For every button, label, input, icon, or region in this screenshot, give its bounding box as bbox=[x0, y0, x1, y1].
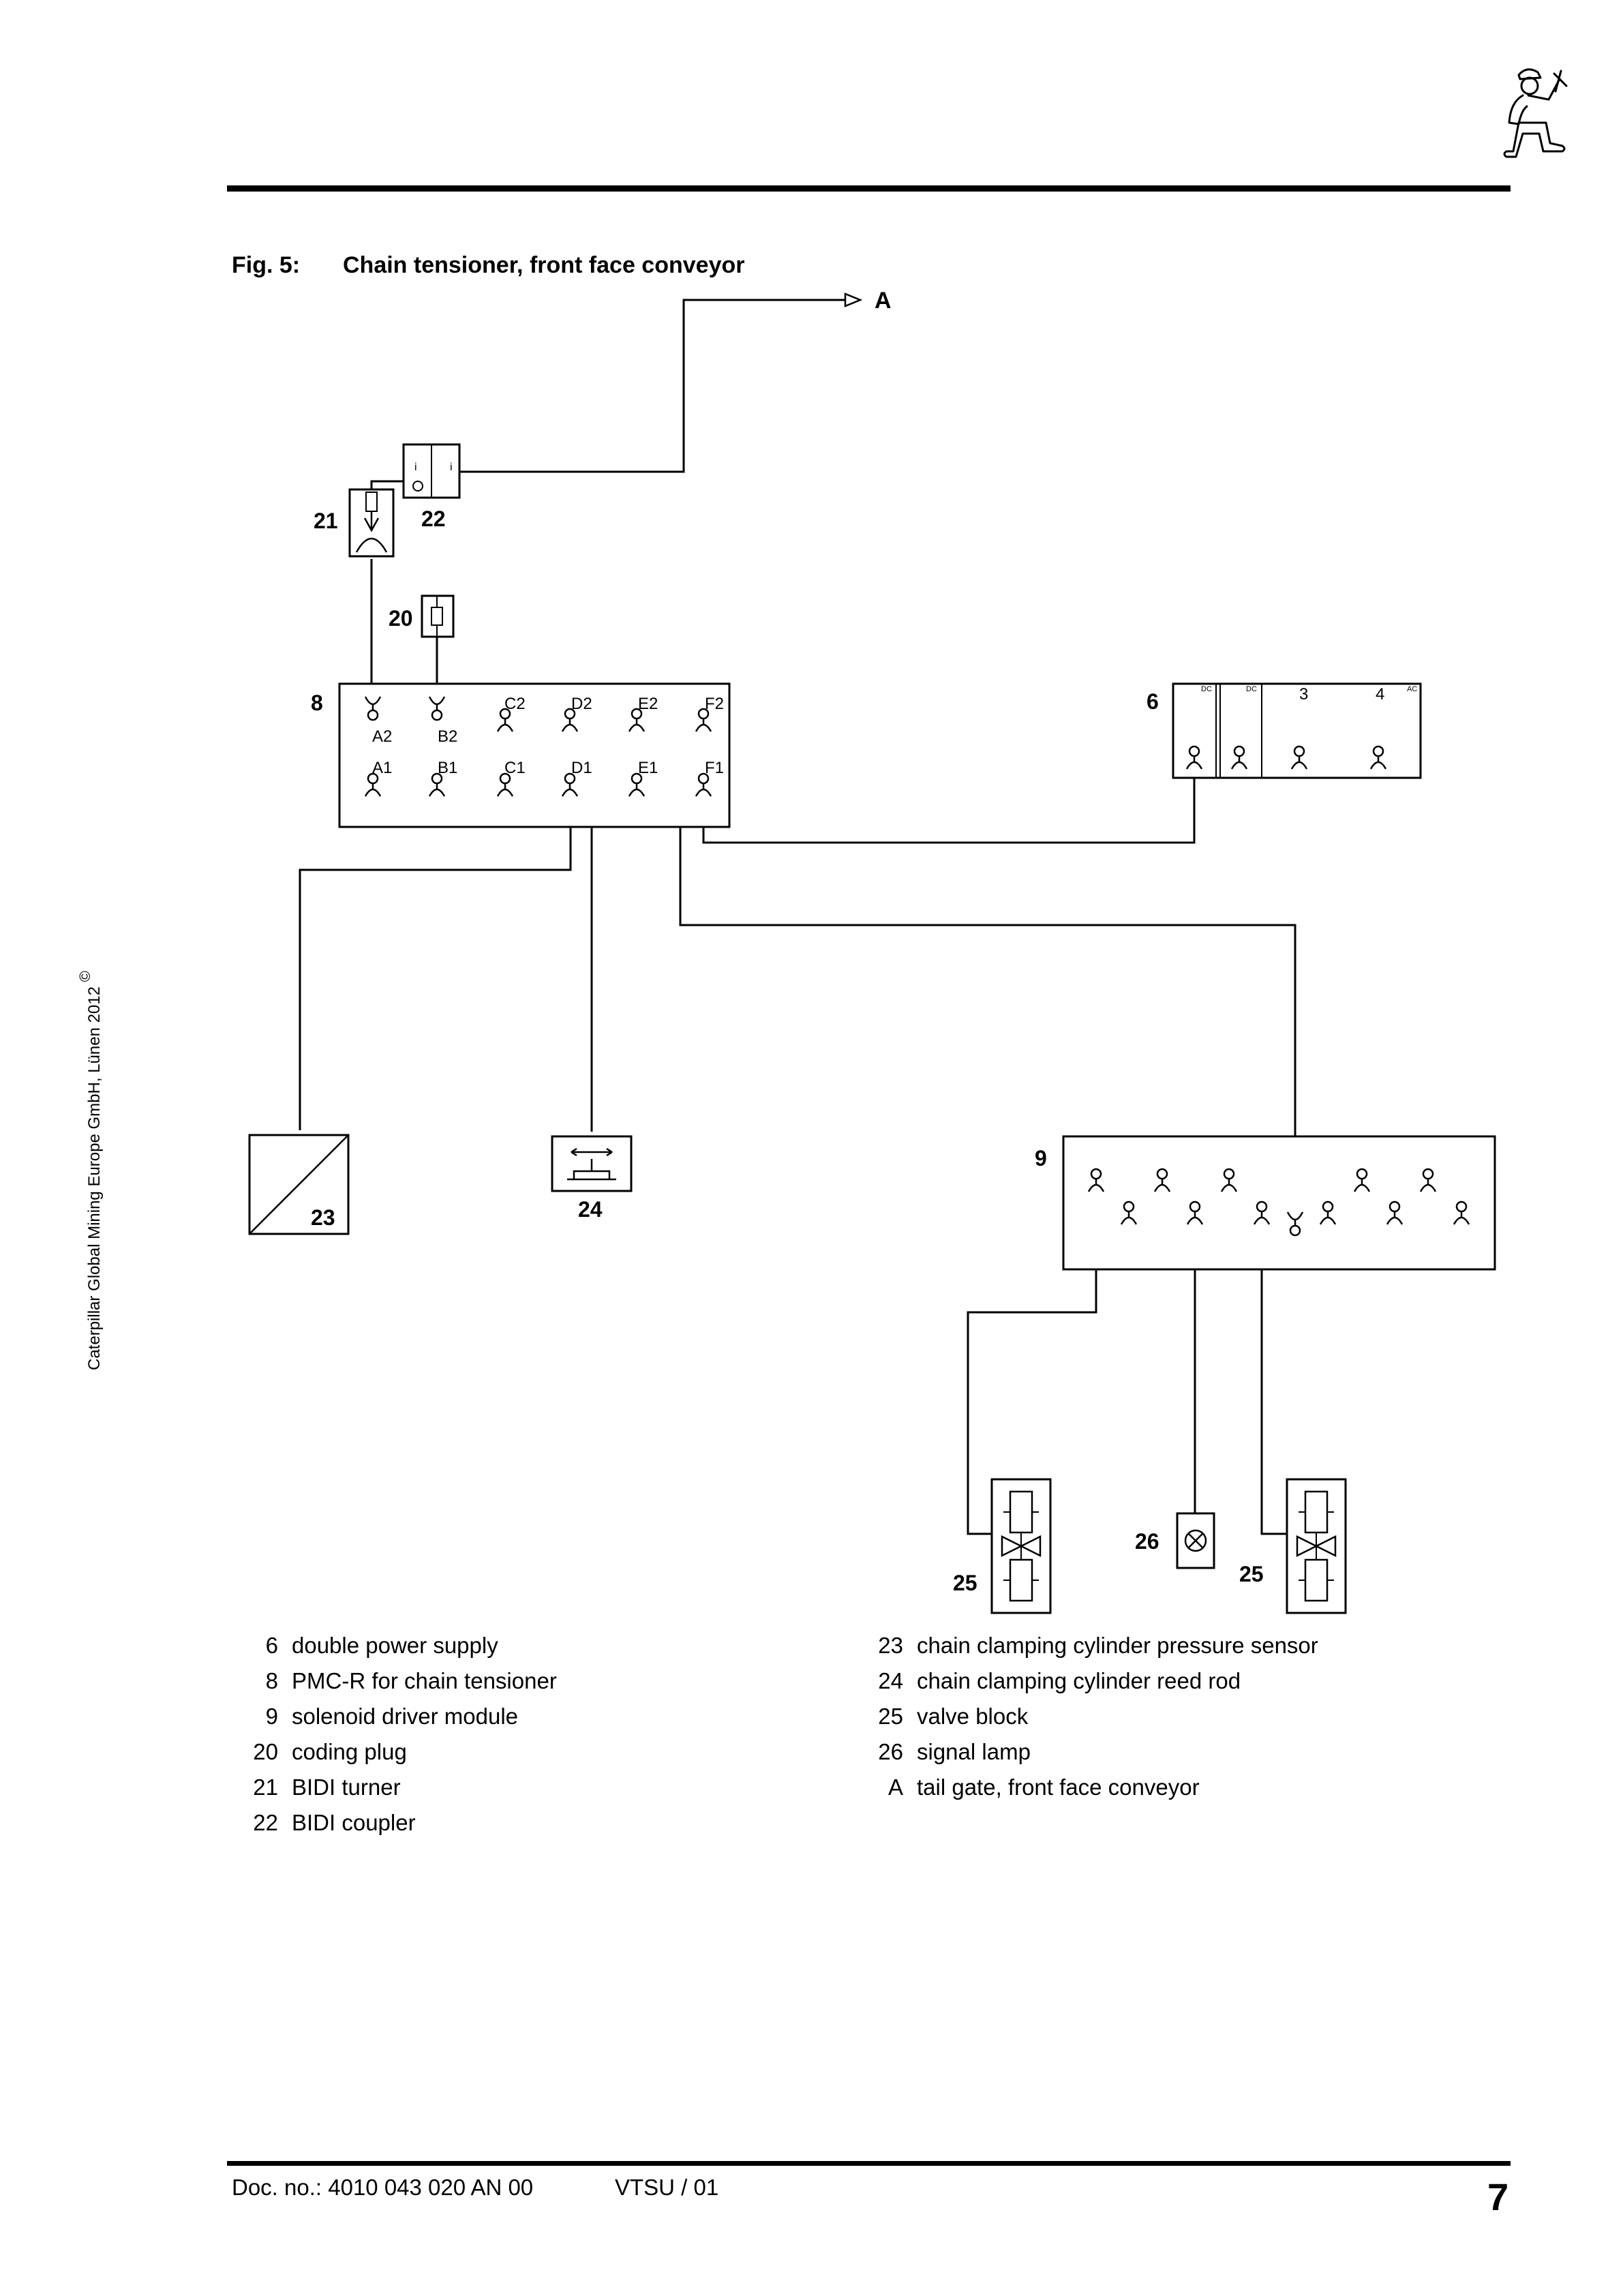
legend-num: 6 bbox=[265, 1633, 278, 1658]
legend-item: 8 PMC-R for chain tensioner bbox=[237, 1663, 557, 1699]
ref-a-label: A bbox=[875, 288, 892, 314]
valve-block-left bbox=[990, 1478, 1052, 1614]
wire-f1-to-power bbox=[702, 770, 1196, 844]
power-tag-dc-2: DC bbox=[1246, 685, 1257, 693]
bidi-coupler-mark-1: i bbox=[414, 462, 417, 473]
legend-num: 20 bbox=[253, 1739, 278, 1764]
legend-num: 23 bbox=[878, 1633, 903, 1658]
legend-text: BIDI turner bbox=[292, 1774, 401, 1800]
legend-text: signal lamp bbox=[917, 1739, 1031, 1764]
legend-item: 6 double power supply bbox=[237, 1628, 557, 1663]
coding-plug bbox=[421, 594, 455, 638]
label-6: 6 bbox=[1147, 689, 1159, 714]
wire-driver-to-valve-left bbox=[967, 1203, 1097, 1535]
double-power-supply: DC DC AC 3 4 bbox=[1172, 682, 1422, 779]
label-26: 26 bbox=[1135, 1529, 1159, 1554]
power-tag-ac: AC bbox=[1407, 685, 1417, 693]
reed-rod bbox=[551, 1135, 633, 1192]
legend-item: 23 chain clamping cylinder pressure senso… bbox=[862, 1628, 1318, 1663]
legend-num: 26 bbox=[878, 1739, 903, 1764]
legend-num: 22 bbox=[253, 1810, 278, 1835]
label-20: 20 bbox=[389, 606, 413, 631]
legend-item: 22 BIDI coupler bbox=[237, 1805, 557, 1841]
label-23: 23 bbox=[311, 1205, 335, 1230]
power-num-4: 4 bbox=[1376, 685, 1384, 704]
footer-version: VTSU / 01 bbox=[615, 2175, 719, 2200]
label-22: 22 bbox=[421, 507, 446, 531]
bidi-turner bbox=[348, 488, 395, 558]
wire-coupler-to-turner bbox=[370, 480, 404, 491]
page-number: 7 bbox=[1487, 2175, 1509, 2218]
pin-a1: A1 bbox=[372, 759, 392, 777]
label-8: 8 bbox=[311, 691, 323, 715]
legend-text: chain clamping cylinder reed rod bbox=[917, 1668, 1241, 1693]
legend-item: 25 valve block bbox=[862, 1699, 1318, 1734]
pin-c2: C2 bbox=[504, 695, 526, 713]
legend-item: 21 BIDI turner bbox=[237, 1770, 557, 1805]
arrow-to-a bbox=[844, 292, 863, 307]
legend-num: 8 bbox=[265, 1668, 278, 1693]
pin-e1: E1 bbox=[638, 759, 658, 777]
pin-e2: E2 bbox=[638, 695, 658, 713]
valve-block-right bbox=[1286, 1478, 1347, 1614]
legend-num: 25 bbox=[878, 1704, 903, 1729]
legend-text: BIDI coupler bbox=[292, 1810, 416, 1835]
label-25-right: 25 bbox=[1239, 1562, 1264, 1586]
power-num-3: 3 bbox=[1299, 685, 1308, 704]
label-21: 21 bbox=[314, 509, 338, 533]
legend-text: double power supply bbox=[292, 1633, 498, 1658]
worker-mascot-icon bbox=[1503, 68, 1568, 158]
legend-num: 21 bbox=[253, 1774, 278, 1800]
legend-item: 9 solenoid driver module bbox=[237, 1699, 557, 1734]
label-9: 9 bbox=[1035, 1146, 1047, 1170]
power-tag-dc-1: DC bbox=[1201, 685, 1212, 693]
legend-num: 9 bbox=[265, 1704, 278, 1729]
legend-right: 23 chain clamping cylinder pressure senso… bbox=[862, 1628, 1318, 1805]
legend-num: A bbox=[888, 1774, 903, 1800]
signal-lamp bbox=[1176, 1512, 1215, 1569]
pin-b1: B1 bbox=[438, 759, 457, 777]
pin-d2: D2 bbox=[571, 695, 592, 713]
wire-to-tail-gate bbox=[449, 299, 845, 473]
bidi-coupler-mark-2: i bbox=[450, 462, 453, 473]
footer-doc-number: Doc. no.: 4010 043 020 AN 00 bbox=[232, 2175, 534, 2200]
figure-label: Fig. 5: bbox=[232, 252, 301, 278]
legend-text: coding plug bbox=[292, 1739, 407, 1764]
legend-left: 6 double power supply 8 PMC-R for chain te… bbox=[237, 1628, 557, 1841]
wire-driver-to-valve-right bbox=[1260, 1220, 1287, 1535]
pin-b2: B2 bbox=[438, 727, 457, 746]
legend-item: 20 coding plug bbox=[237, 1734, 557, 1770]
legend-num: 24 bbox=[878, 1668, 903, 1693]
header-rule bbox=[227, 185, 1511, 192]
pin-a2: A2 bbox=[372, 727, 392, 746]
legend-text: PMC-R for chain tensioner bbox=[292, 1668, 557, 1693]
pin-d1: D1 bbox=[571, 759, 592, 777]
footer-rule bbox=[227, 2161, 1511, 2166]
legend-text: solenoid driver module bbox=[292, 1704, 519, 1729]
legend-item: 24 chain clamping cylinder reed rod bbox=[862, 1663, 1318, 1699]
pin-f1: F1 bbox=[705, 759, 724, 777]
wire-d1-to-sensor bbox=[299, 804, 572, 1130]
label-24: 24 bbox=[578, 1197, 603, 1222]
figure-title: Chain tensioner, front face conveyor bbox=[343, 252, 745, 278]
legend-item: 26 signal lamp bbox=[862, 1734, 1318, 1770]
pressure-sensor bbox=[248, 1134, 350, 1235]
bidi-coupler: i i bbox=[402, 443, 461, 499]
solenoid-driver-module bbox=[1062, 1135, 1496, 1271]
legend-text: tail gate, front face conveyor bbox=[917, 1774, 1200, 1800]
pin-c1: C1 bbox=[504, 759, 526, 777]
legend-text: valve block bbox=[917, 1704, 1029, 1729]
pmc-r-module: A2 B2 C2 D2 E2 F2 A1 B1 C1 D1 E1 F1 bbox=[338, 682, 731, 828]
pin-f2: F2 bbox=[705, 695, 724, 713]
label-25-left: 25 bbox=[953, 1571, 977, 1595]
legend-text: chain clamping cylinder pressure sensor bbox=[917, 1633, 1318, 1658]
